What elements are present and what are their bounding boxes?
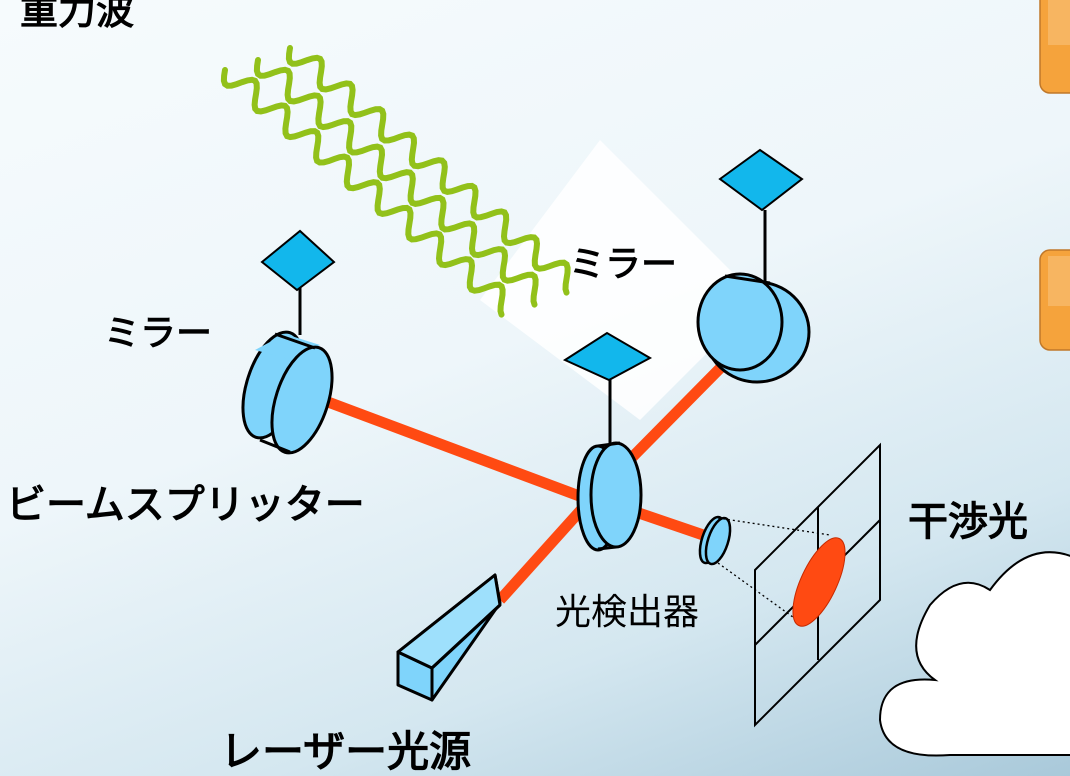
cloud-icon — [878, 551, 1070, 757]
gravitational-wave-icon — [220, 45, 571, 318]
label-interference-light: 干渉光 — [908, 499, 1028, 545]
label-beam-splitter: ビームスプリッター — [6, 482, 365, 528]
wave-line-1 — [220, 67, 506, 318]
beam-splitter-icon — [562, 331, 653, 552]
wave-line-3 — [285, 45, 571, 296]
projection-lines — [717, 517, 831, 621]
wave-line-2 — [253, 57, 539, 308]
label-mirror-top: ミラー — [569, 244, 677, 285]
right-tab-bottom — [1039, 249, 1070, 351]
label-photodetector: 光検出器 — [555, 592, 699, 633]
beam-left-arm — [310, 390, 592, 506]
laser-beams — [310, 339, 749, 604]
background-diamond — [480, 140, 760, 420]
right-tab-top — [1039, 0, 1070, 94]
mirror-top-icon — [696, 148, 811, 384]
photodetector-icon — [698, 515, 732, 566]
laser-source-icon — [396, 573, 502, 702]
interference-spot — [792, 537, 846, 627]
beam-to-detector — [628, 504, 714, 544]
label-laser-source: レーザー光源 — [220, 727, 471, 776]
beam-laser-input — [495, 496, 595, 604]
label-mirror-left: ミラー — [104, 313, 212, 354]
label-gravitational-wave: 重力波 — [20, 0, 134, 33]
mirror-left-icon — [241, 229, 336, 455]
